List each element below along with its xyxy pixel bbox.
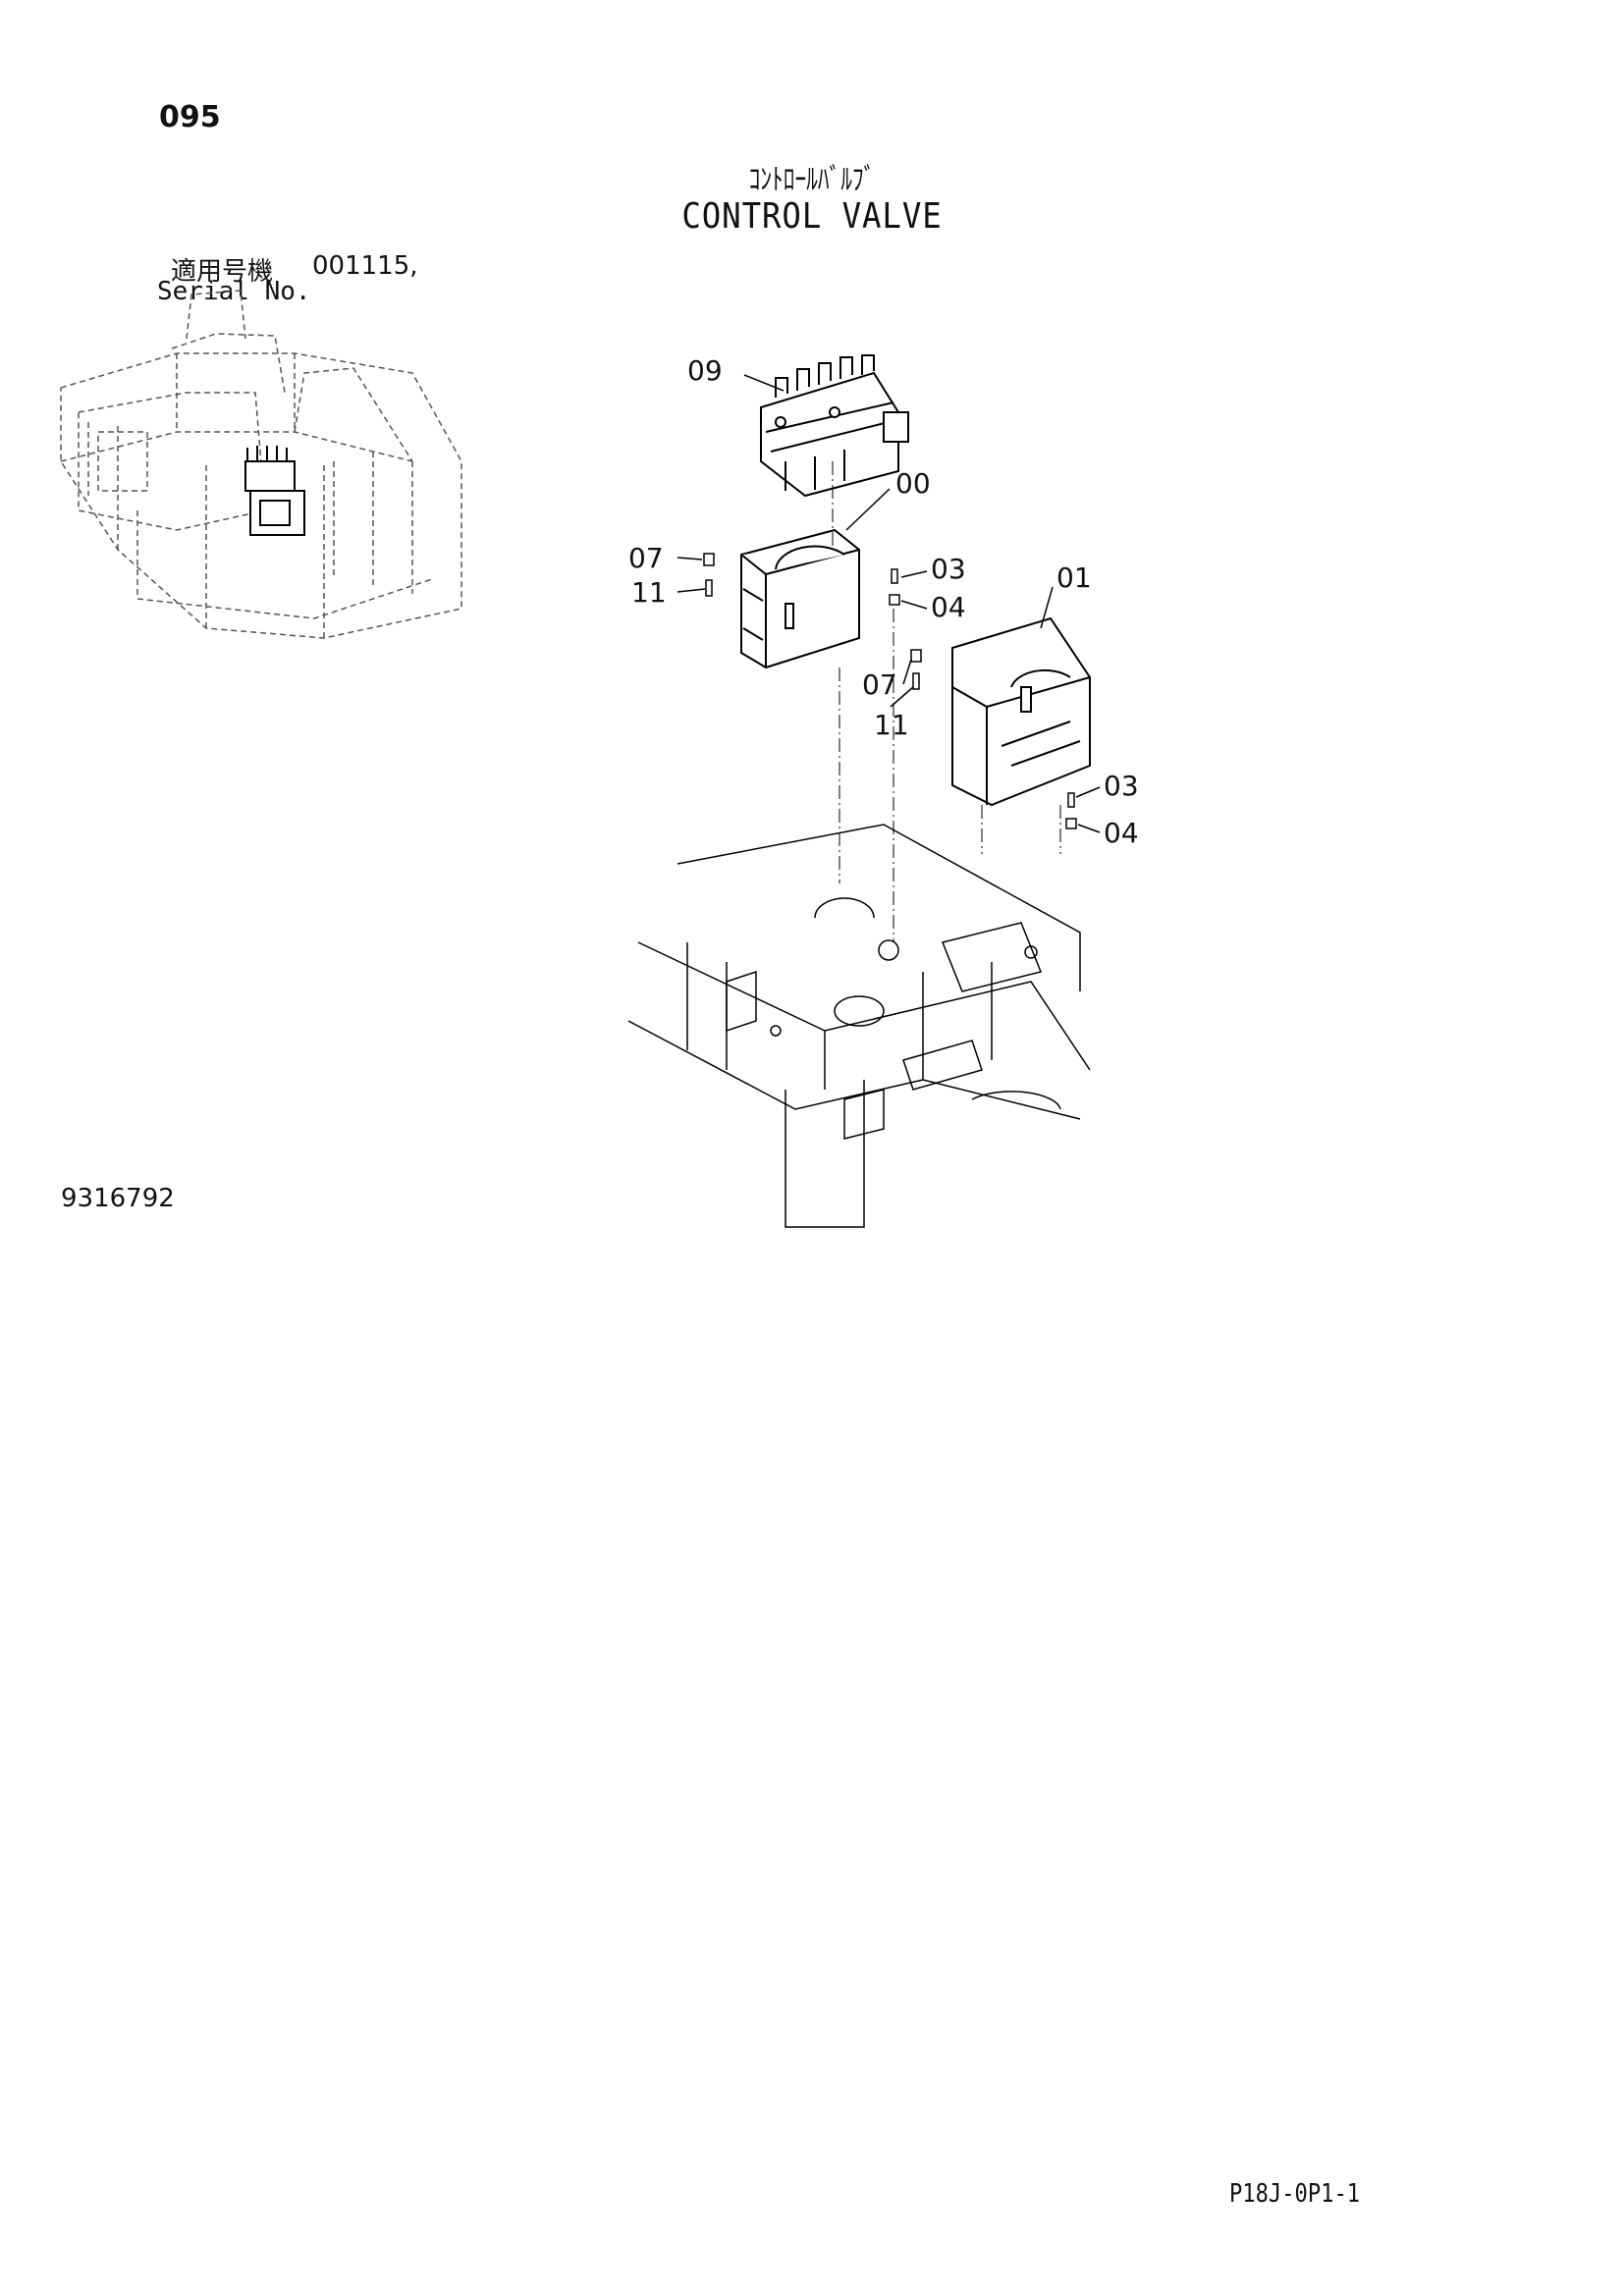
callout-07-left: 07 xyxy=(628,542,664,574)
drawing-number: 9316792 xyxy=(61,1184,175,1213)
callout-04-lower: 04 xyxy=(1104,817,1139,849)
callout-01: 01 xyxy=(1056,561,1092,594)
bracket-part-01 xyxy=(951,616,1091,807)
locator-highlight-valve xyxy=(244,446,305,536)
serial-label-japanese: 適用号機 xyxy=(171,257,274,287)
serial-label-english: Serial No. xyxy=(157,277,311,306)
control-valve-part-09 xyxy=(760,354,909,498)
hardware-bolts-washers xyxy=(703,553,1077,829)
serial-value: 001115, xyxy=(312,251,418,281)
callout-03-lower: 03 xyxy=(1104,770,1139,802)
upper-frame-structure xyxy=(627,824,1091,1228)
callout-03-upper: 03 xyxy=(931,553,966,585)
callout-07-right: 07 xyxy=(862,668,897,701)
assembly-centerlines xyxy=(832,461,1061,942)
page-number: 095 xyxy=(159,100,221,134)
callout-09: 09 xyxy=(687,354,723,387)
callout-00: 00 xyxy=(895,467,931,500)
title-english: CONTROL VALVE xyxy=(681,196,943,237)
callout-11-right: 11 xyxy=(874,709,909,741)
callout-04-upper: 04 xyxy=(931,591,966,623)
callout-leader-lines xyxy=(677,374,1101,833)
callout-11-left: 11 xyxy=(631,576,667,609)
page-code: P18J-0P1-1 xyxy=(1229,2179,1361,2209)
title-japanese: ｺﾝﾄﾛｰﾙﾊﾞﾙﾌﾞ xyxy=(748,163,876,197)
callout-labels: 09 00 07 11 03 04 01 07 11 03 04 xyxy=(628,354,1139,849)
bracket-part-00 xyxy=(740,528,860,669)
